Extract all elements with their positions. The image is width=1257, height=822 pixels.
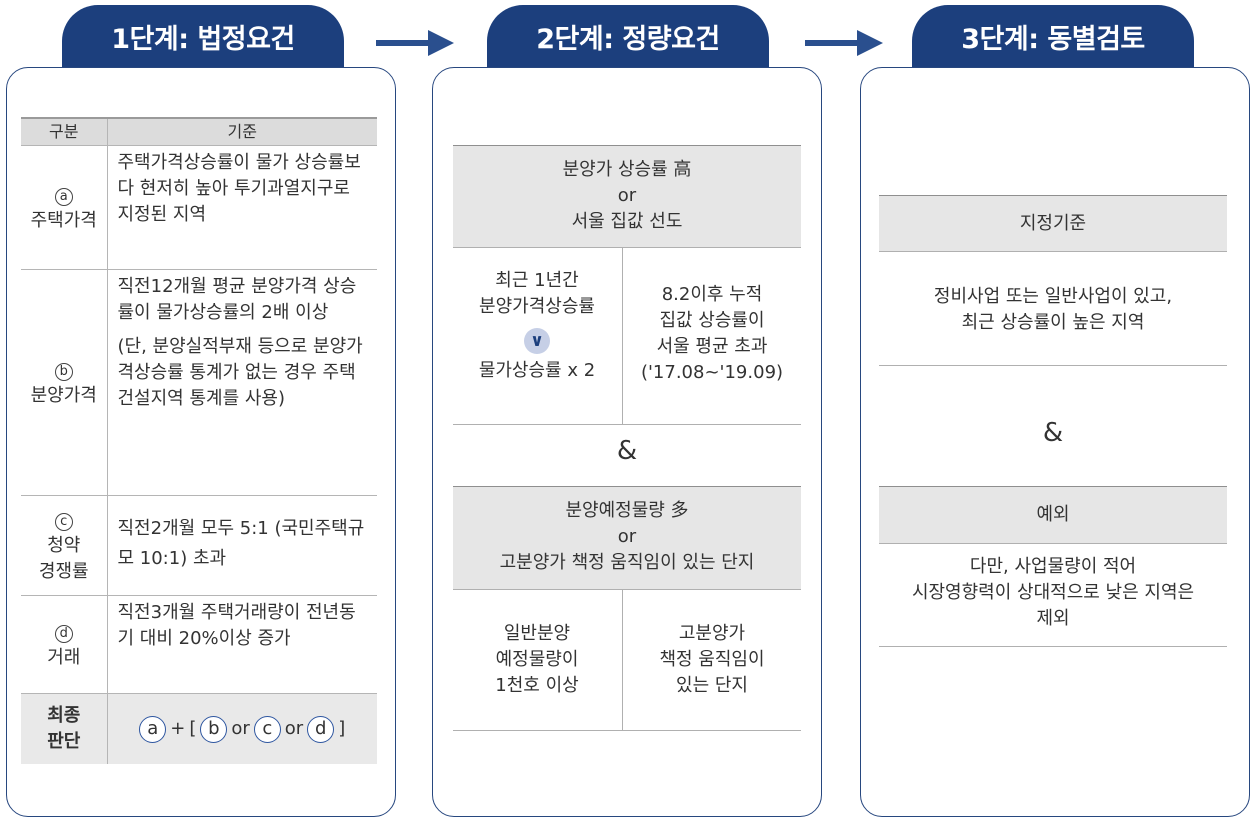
bar-line: 서울 집값 선도	[571, 211, 683, 232]
stage2-title: 2단계: 정량요건	[536, 23, 720, 55]
right-condition: 8.2이후 누적 집값 상승률이 서울 평균 초과 ('17.08~'19.09…	[623, 282, 801, 386]
or-text: or	[231, 718, 250, 739]
final-label-line2: 판단	[47, 731, 81, 752]
stage2-tab: 2단계: 정량요건	[487, 5, 769, 67]
stage1-title: 1단계: 법정요건	[111, 23, 295, 55]
condition-line: 예정물량이	[495, 649, 579, 670]
circle-c-icon: c	[253, 715, 281, 743]
condition-line: 책정 움직임이	[659, 649, 765, 670]
price-condition-bar: 분양가 상승률 高 or 서울 집값 선도	[453, 145, 801, 248]
bar-line: 분양예정물량 多	[565, 500, 689, 521]
circle-a-icon: a	[54, 187, 73, 206]
circle-b-icon: b	[200, 715, 228, 743]
row-label: b 분양가격	[21, 269, 108, 496]
bracket-close: ]	[338, 718, 346, 739]
description-line: 다만, 사업물량이 적어	[969, 556, 1137, 577]
arrow-right-icon	[376, 30, 454, 56]
row-label-text: 경쟁률	[38, 560, 89, 582]
stage3-tab: 3단계: 동별검토	[912, 5, 1194, 67]
criteria-bar: 지정기준	[879, 195, 1227, 252]
exception-bar-label: 예외	[1036, 504, 1070, 525]
criteria-text: 직전12개월 평균 분양가격 상승률이 물가상승률의 2배 이상	[117, 276, 357, 323]
bracket-open: [	[189, 718, 197, 739]
description-line: 정비사업 또는 일반사업이 있고,	[933, 286, 1173, 307]
stage3-panel: 지정기준 정비사업 또는 일반사업이 있고, 최근 상승률이 높은 지역 & 예…	[860, 67, 1250, 817]
condition-line: 집값 상승률이	[659, 310, 765, 331]
row-criteria: 직전3개월 주택거래량이 전년동기 대비 20%이상 증가	[107, 595, 377, 694]
condition-line: 고분양가	[678, 623, 746, 644]
final-label-line1: 최종	[47, 705, 81, 726]
condition-line: ('17.08~'19.09)	[640, 362, 784, 383]
condition-line: 최근 1년간	[495, 270, 579, 291]
stage1-tab: 1단계: 법정요건	[62, 5, 344, 67]
divider	[879, 365, 1227, 366]
and-symbol: &	[1042, 418, 1064, 448]
row-label-text: 분양가격	[30, 384, 97, 406]
condition-line: 8.2이후 누적	[661, 284, 763, 305]
divider	[453, 424, 801, 425]
divider	[879, 646, 1227, 647]
row-label: c 청약 경쟁률	[21, 495, 108, 596]
description-line: 최근 상승률이 높은 지역	[961, 312, 1145, 333]
row-label-text: 주택가격	[30, 209, 97, 231]
supply-condition-bar: 분양예정물량 多 or 고분양가 책정 움직임이 있는 단지	[453, 486, 801, 590]
row-criteria: 직전2개월 모두 5:1 (국민주택규모 10:1) 초과	[107, 495, 377, 596]
plus-sign: +	[170, 718, 186, 739]
legal-requirements-table: 구분 기준 a 주택가격 주택가격상승률이 물가 상승률보다 현저히 높아 투기…	[21, 117, 377, 764]
table-row: d 거래 직전3개월 주택거래량이 전년동기 대비 20%이상 증가	[21, 595, 377, 694]
header-category: 구분	[21, 117, 108, 146]
description-line: 시장영향력이 상대적으로 낮은 지역은	[911, 582, 1195, 603]
row-label: d 거래	[21, 595, 108, 694]
or-text: or	[284, 718, 304, 739]
row-label: a 주택가격	[21, 145, 108, 270]
table-header-row: 구분 기준	[21, 117, 377, 146]
left-condition: 최근 1년간 분양가격상승률 ∨ 물가상승률 x 2	[453, 268, 621, 384]
header-criteria: 기준	[107, 117, 377, 146]
exception-bar: 예외	[879, 486, 1227, 544]
final-formula: a + [ b or c or d ]	[107, 693, 377, 764]
stage1-panel: 구분 기준 a 주택가격 주택가격상승률이 물가 상승률보다 현저히 높아 투기…	[6, 67, 396, 817]
row-criteria: 직전12개월 평균 분양가격 상승률이 물가상승률의 2배 이상 (단, 분양실…	[107, 269, 377, 496]
condition-line: 서울 평균 초과	[656, 336, 768, 357]
arrow-right-icon	[805, 30, 883, 56]
condition-line: 분양가격상승률	[479, 296, 595, 317]
bar-line: or	[617, 526, 637, 547]
row-criteria: 주택가격상승률이 물가 상승률보다 현저히 높아 투기과열지구로 지정된 지역	[107, 145, 377, 270]
circle-c-icon: c	[54, 512, 73, 531]
final-judgment-row: 최종 판단 a + [ b or c or d ]	[21, 693, 377, 764]
bar-line: or	[617, 185, 637, 206]
description-line: 제외	[1036, 608, 1070, 629]
bar-line: 고분양가 책정 움직임이 있는 단지	[499, 552, 755, 573]
final-label: 최종 판단	[21, 693, 108, 764]
condition-line: 있는 단지	[676, 675, 748, 696]
table-row: a 주택가격 주택가격상승률이 물가 상승률보다 현저히 높아 투기과열지구로 …	[21, 145, 377, 270]
and-symbol: &	[616, 436, 638, 466]
or-symbol-icon: ∨	[524, 328, 550, 354]
divider	[453, 730, 801, 731]
stage3-title: 3단계: 동별검토	[961, 23, 1145, 55]
row-label-text: 청약	[47, 534, 81, 556]
exception-description: 다만, 사업물량이 적어 시장영향력이 상대적으로 낮은 지역은 제외	[879, 554, 1227, 632]
divider	[622, 248, 623, 424]
table-row: b 분양가격 직전12개월 평균 분양가격 상승률이 물가상승률의 2배 이상 …	[21, 269, 377, 496]
criteria-note: (단, 분양실적부재 등으로 분양가격상승률 통계가 없는 경우 주택건설지역 …	[117, 336, 363, 409]
stage2-panel: 분양가 상승률 高 or 서울 집값 선도 최근 1년간 분양가격상승률 ∨ 물…	[432, 67, 822, 817]
criteria-description: 정비사업 또는 일반사업이 있고, 최근 상승률이 높은 지역	[879, 284, 1227, 336]
table-row: c 청약 경쟁률 직전2개월 모두 5:1 (국민주택규모 10:1) 초과	[21, 495, 377, 596]
circle-d-icon: d	[307, 715, 335, 743]
divider	[622, 590, 623, 730]
circle-d-icon: d	[54, 624, 73, 643]
circle-a-icon: a	[139, 715, 167, 743]
bottom-right-condition: 고분양가 책정 움직임이 있는 단지	[623, 621, 801, 699]
condition-line: 일반분양	[503, 623, 571, 644]
bar-line: 분양가 상승률 高	[562, 159, 692, 180]
bottom-left-condition: 일반분양 예정물량이 1천호 이상	[453, 621, 621, 699]
condition-line: 물가상승률 x 2	[478, 360, 596, 381]
circle-b-icon: b	[54, 362, 73, 381]
row-label-text: 거래	[47, 646, 81, 668]
condition-line: 1천호 이상	[495, 675, 579, 696]
criteria-bar-label: 지정기준	[1019, 213, 1087, 234]
